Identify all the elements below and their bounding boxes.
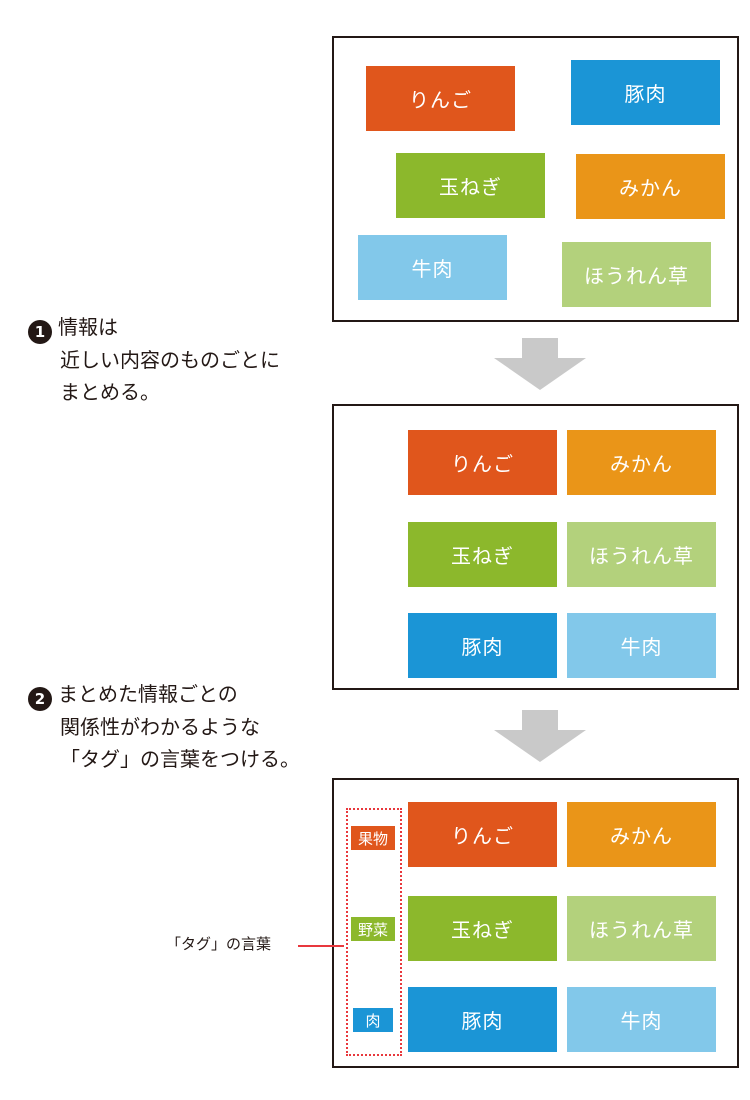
tile-apple: りんご [408, 802, 557, 867]
tile-pork: 豚肉 [408, 987, 557, 1052]
down-arrow-icon [494, 710, 586, 762]
tile-apple: りんご [408, 430, 557, 495]
panel-grouped: りんご みかん 玉ねぎ ほうれん草 豚肉 牛肉 [332, 404, 739, 690]
down-arrow-icon [494, 338, 586, 390]
tile-beef: 牛肉 [358, 235, 507, 300]
tile-onion: 玉ねぎ [396, 153, 545, 218]
tile-mandarin: みかん [567, 430, 716, 495]
tile-onion: 玉ねぎ [408, 896, 557, 961]
tile-beef: 牛肉 [567, 987, 716, 1052]
callout-label: 「タグ」の言葉 [166, 935, 272, 953]
step-1-line-1: 情報は [58, 315, 118, 339]
tag-column-outline [346, 808, 402, 1056]
tile-mandarin: みかん [576, 154, 725, 219]
step-1-line-2: 近しい内容のものごとに [60, 348, 280, 372]
step-number-1-icon: 1 [28, 320, 52, 344]
tile-spinach: ほうれん草 [562, 242, 711, 307]
tile-pork: 豚肉 [408, 613, 557, 678]
tile-pork: 豚肉 [571, 60, 720, 125]
tile-beef: 牛肉 [567, 613, 716, 678]
tile-mandarin: みかん [567, 802, 716, 867]
step-2-line-2: 関係性がわかるような [60, 715, 260, 739]
step-2-line-3: 「タグ」の言葉をつける。 [60, 747, 300, 771]
tile-apple: りんご [366, 66, 515, 131]
panel-unsorted: りんご 豚肉 玉ねぎ みかん 牛肉 ほうれん草 [332, 36, 739, 322]
tag-fruit: 果物 [351, 826, 395, 850]
tile-onion: 玉ねぎ [408, 522, 557, 587]
step-1-line-3: まとめる。 [60, 380, 160, 404]
step-number-2-icon: 2 [28, 687, 52, 711]
panel-tagged: 果物 野菜 肉 りんご みかん 玉ねぎ ほうれん草 豚肉 牛肉 [332, 778, 739, 1068]
tag-vegetable: 野菜 [351, 917, 395, 941]
callout-line [298, 945, 344, 947]
step-2-line-1: まとめた情報ごとの [58, 682, 238, 706]
tag-meat: 肉 [353, 1008, 393, 1032]
tile-spinach: ほうれん草 [567, 896, 716, 961]
tile-spinach: ほうれん草 [567, 522, 716, 587]
